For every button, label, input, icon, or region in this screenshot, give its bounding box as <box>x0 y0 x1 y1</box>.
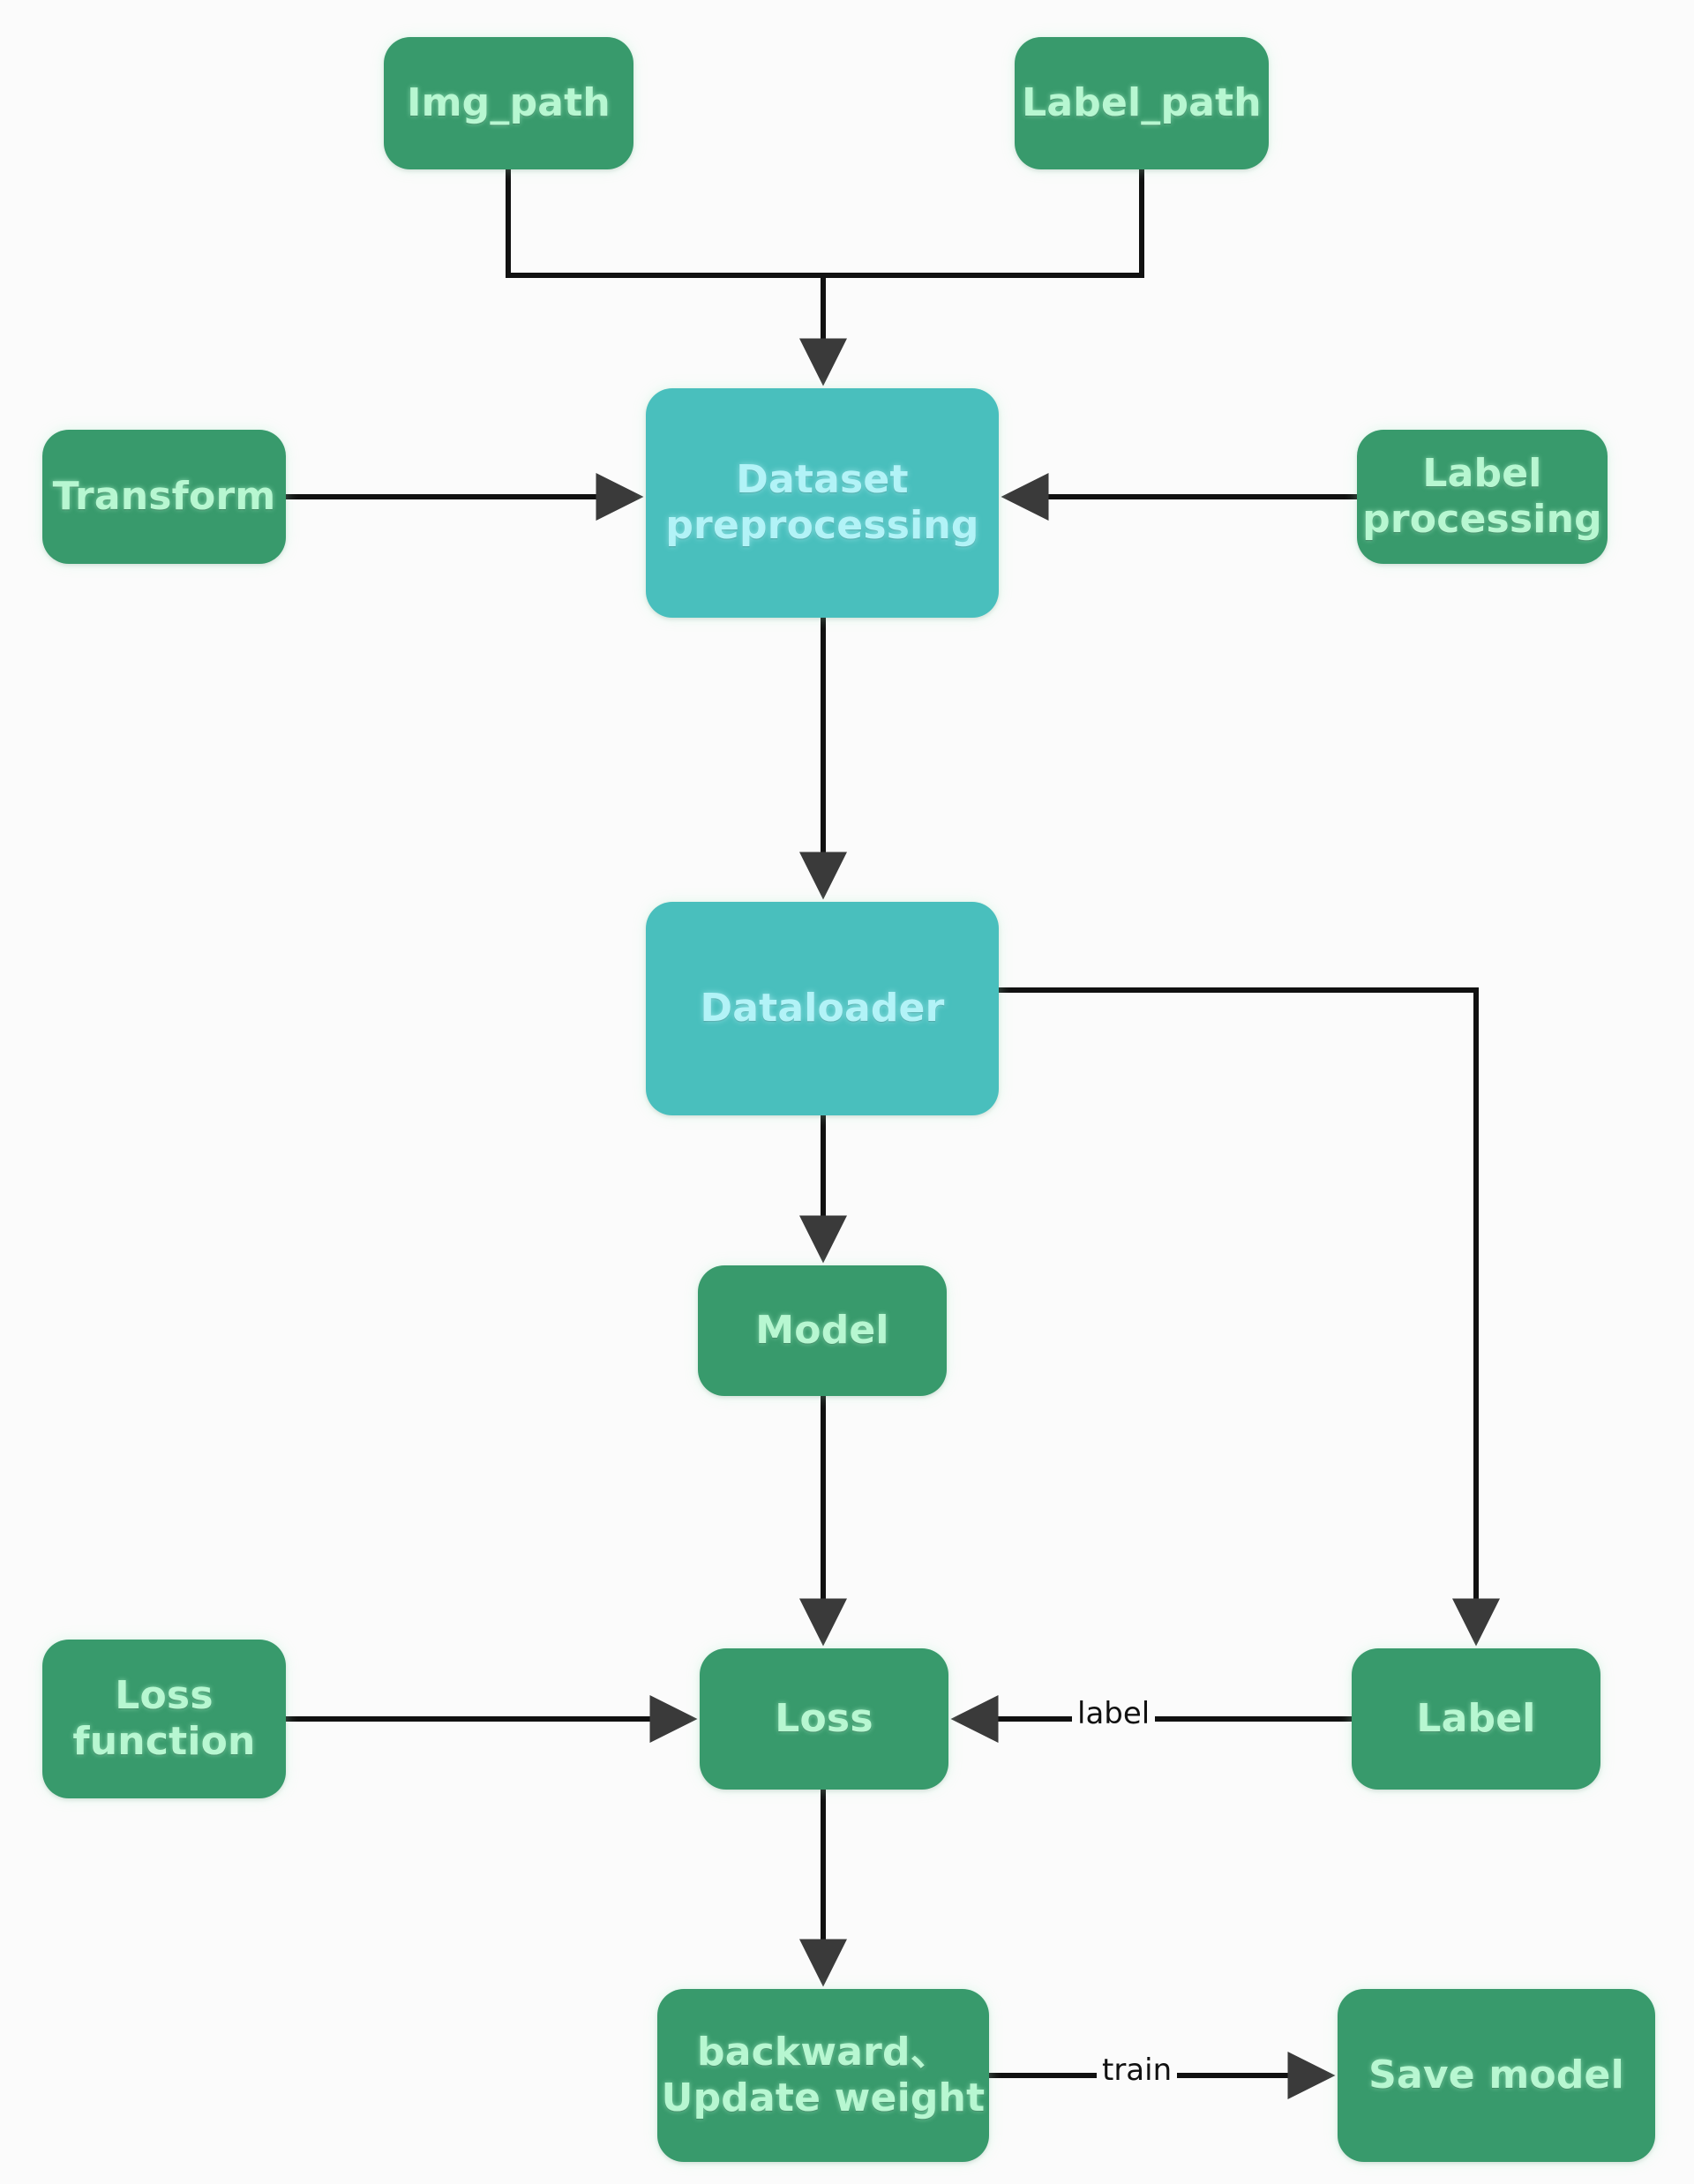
node-img-path[interactable]: Img_path <box>384 37 633 169</box>
edge-label-train: train <box>1097 2053 1178 2088</box>
node-label-processing[interactable]: Label processing <box>1357 430 1608 564</box>
node-model[interactable]: Model <box>698 1265 947 1396</box>
edge-dataloader-to-label <box>999 987 1500 1647</box>
node-dataloader[interactable]: Dataloader <box>646 902 999 1115</box>
node-loss-function[interactable]: Loss function <box>42 1640 286 1798</box>
edge-label-label: label <box>1072 1696 1156 1731</box>
node-backward-update-weight[interactable]: backward、 Update weight <box>657 1989 989 2162</box>
node-dataset-preprocessing[interactable]: Dataset preprocessing <box>646 388 999 618</box>
node-save-model[interactable]: Save model <box>1338 1989 1655 2162</box>
node-loss[interactable]: Loss <box>700 1648 948 1790</box>
node-label[interactable]: Label <box>1352 1648 1600 1790</box>
node-transform[interactable]: Transform <box>42 430 286 564</box>
node-label-path[interactable]: Label_path <box>1015 37 1269 169</box>
